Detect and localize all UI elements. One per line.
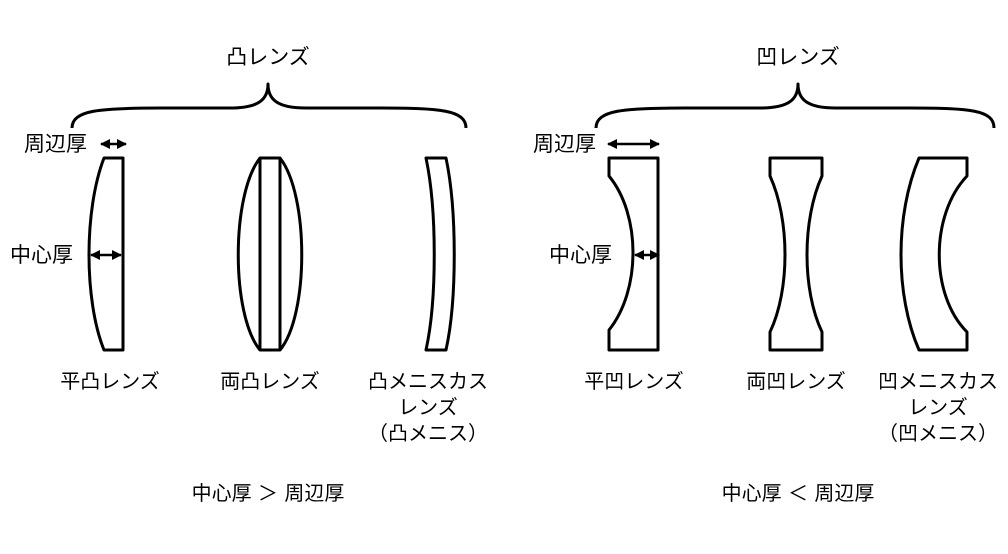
concave-center-thickness-label: 中心厚 (549, 243, 612, 267)
convex-meniscus-caption: 凸メニスカス レンズ （凸メニス） (368, 368, 488, 446)
concave-group (594, 82, 996, 352)
biconvex-lens-shape (236, 156, 304, 352)
concave-title: 凹レンズ (756, 45, 840, 69)
caption-line: レンズ (398, 395, 458, 419)
biconvex-caption: 両凸レンズ (220, 368, 320, 394)
concave-meniscus-lens-shape (899, 156, 969, 352)
caption-line: （凹メニス） (878, 421, 998, 445)
plano-concave-lens-shape (607, 156, 660, 352)
plano-convex-lens-shape (87, 156, 125, 352)
caption-line: レンズ (908, 395, 968, 419)
concave-relation: 中心厚 ＜ 周辺厚 (721, 481, 875, 505)
convex-edge-thickness-label: 周辺厚 (24, 132, 87, 156)
caption-line: 両凸レンズ (220, 369, 320, 393)
biconcave-lens-shape (768, 156, 824, 352)
concave-edge-thickness-label: 周辺厚 (533, 132, 596, 156)
concave-brace (594, 82, 996, 129)
caption-line: （凸メニス） (368, 421, 488, 445)
caption-line: 凹メニスカス (878, 369, 998, 393)
plano-concave-caption: 平凹レンズ (584, 368, 684, 394)
biconcave-caption: 両凹レンズ (746, 368, 846, 394)
convex-relation: 中心厚 ＞ 周辺厚 (191, 481, 345, 505)
convex-brace (70, 82, 468, 129)
convex-group (70, 82, 468, 352)
plano-convex-caption: 平凸レンズ (60, 368, 160, 394)
convex-meniscus-lens-shape (424, 156, 456, 352)
convex-center-thickness-label: 中心厚 (10, 243, 73, 267)
caption-line: 凸メニスカス (368, 369, 488, 393)
caption-line: 両凹レンズ (746, 369, 846, 393)
convex-title: 凸レンズ (226, 45, 310, 69)
caption-line: 平凸レンズ (60, 369, 160, 393)
caption-line: 平凹レンズ (584, 369, 684, 393)
concave-meniscus-caption: 凹メニスカス レンズ （凹メニス） (878, 368, 998, 446)
